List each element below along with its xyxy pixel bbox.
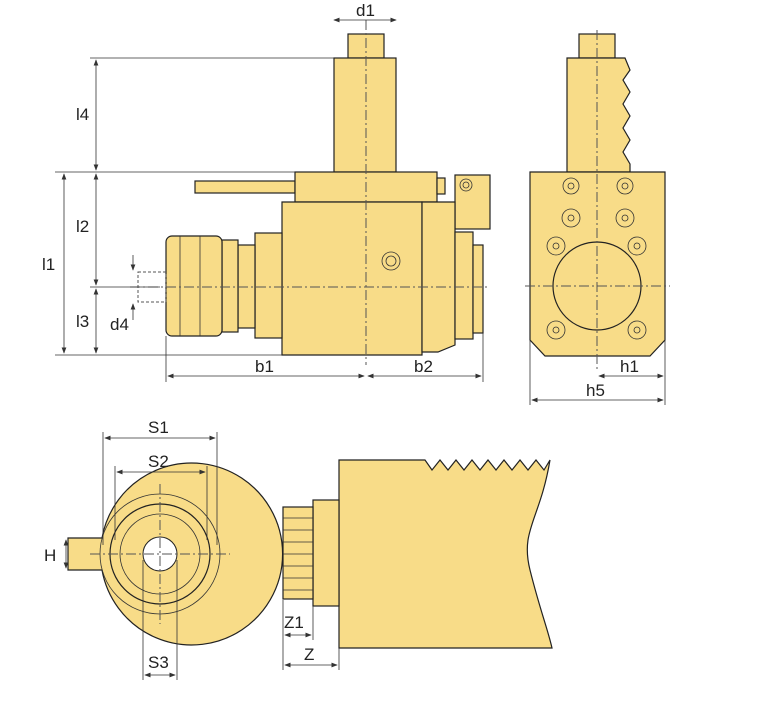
dim-d4: d4 xyxy=(110,315,129,334)
bolt-holes xyxy=(546,177,647,340)
dim-Z: Z xyxy=(304,645,314,664)
spline-detail: Z1 Z xyxy=(282,459,553,670)
dim-S1: S1 xyxy=(148,418,169,437)
side-dimensions: h1 h5 xyxy=(529,340,666,405)
dim-S2: S2 xyxy=(148,452,169,471)
front-view xyxy=(130,20,491,365)
dim-Z1: Z1 xyxy=(284,613,304,632)
dim-b1: b1 xyxy=(255,357,274,376)
dim-l1: l1 xyxy=(42,255,55,274)
dim-l4: l4 xyxy=(76,105,89,124)
front-dimensions: d1 l4 l2 l3 l1 d4 b1 b2 xyxy=(42,1,484,382)
dim-h5: h5 xyxy=(586,381,605,400)
dim-l3: l3 xyxy=(76,312,89,331)
dim-d1: d1 xyxy=(356,1,375,20)
side-view xyxy=(525,30,670,372)
collet-nut-view: S1 S2 S3 H xyxy=(44,418,284,680)
dim-l2: l2 xyxy=(76,217,89,236)
dim-h1: h1 xyxy=(620,357,639,376)
dim-S3: S3 xyxy=(148,653,169,672)
dim-H: H xyxy=(44,546,56,565)
dim-b2: b2 xyxy=(414,357,433,376)
